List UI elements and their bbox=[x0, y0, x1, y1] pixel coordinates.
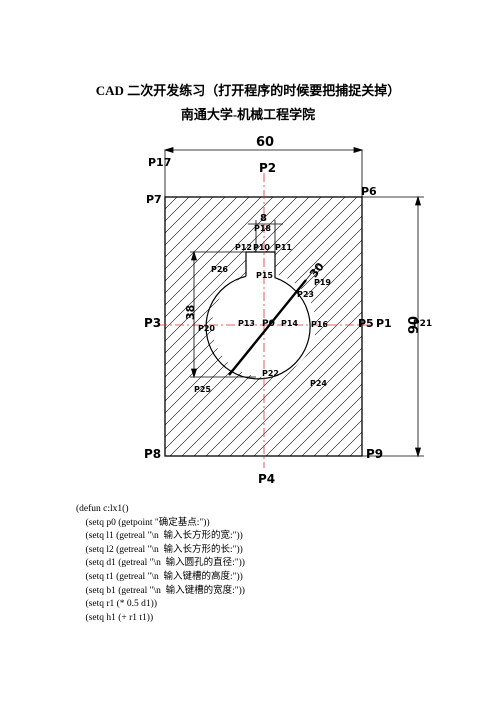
code-line: (setq t1 (getreal "\n 输入键槽的高度:")) bbox=[76, 571, 243, 582]
dim-slot-height bbox=[190, 250, 256, 379]
cad-drawing: 60 90 38 8 30 P17 P2 P7 P6 P18 P12 P10 P… bbox=[144, 135, 432, 486]
code-line: (setq d1 (getreal "\n 输入圆孔的直径:")) bbox=[76, 558, 245, 569]
label-p16: P16 bbox=[311, 320, 328, 329]
label-p8: P8 bbox=[144, 447, 161, 461]
label-p19: P19 bbox=[314, 278, 331, 287]
dim-width-text: 60 bbox=[256, 135, 274, 150]
code-line: (setq l1 (getreal "\n 输入长方形的宽:")) bbox=[76, 531, 243, 542]
point-labels: P17 P2 P7 P6 P18 P12 P10 P11 P26 P15 P19… bbox=[144, 156, 432, 486]
document-title: CAD 二次开发练习（打开程序的时候要把捕捉关掉） bbox=[95, 83, 401, 98]
label-p14: P14 bbox=[281, 319, 298, 328]
label-p5: P5 bbox=[358, 317, 374, 330]
label-p15: P15 bbox=[256, 271, 273, 280]
label-p6: P6 bbox=[361, 185, 377, 198]
code-line: (setq p0 (getpoint "确定基点:")) bbox=[76, 517, 210, 528]
code-line: (defun c:lx1() bbox=[76, 504, 129, 514]
label-p13: P13 bbox=[238, 319, 255, 328]
label-p9: P9 bbox=[366, 447, 383, 461]
dim-slot-height-text: 38 bbox=[184, 305, 197, 320]
label-p18: P18 bbox=[254, 224, 271, 233]
document-subtitle: 南通大学-机械工程学院 bbox=[180, 107, 316, 122]
label-p23: P23 bbox=[297, 290, 314, 299]
label-p22: P22 bbox=[262, 369, 279, 378]
label-p10: P10 bbox=[253, 243, 270, 252]
label-p2: P2 bbox=[259, 161, 276, 175]
dim-height-text: 90 bbox=[407, 316, 422, 334]
label-p20: P20 bbox=[198, 324, 215, 333]
label-p12: P12 bbox=[235, 243, 252, 252]
label-p0: P0 bbox=[262, 319, 275, 329]
label-p26: P26 bbox=[211, 265, 228, 274]
label-p17: P17 bbox=[148, 156, 171, 169]
dim-slot-width bbox=[248, 220, 283, 252]
code-line: (setq l2 (getreal "\n 输入长方形的长:")) bbox=[76, 544, 243, 555]
label-p11: P11 bbox=[275, 243, 292, 252]
label-p25: P25 bbox=[194, 385, 211, 394]
code-line: (setq r1 (* 0.5 d1)) bbox=[76, 599, 158, 610]
code-line: (setq b1 (getreal "\n 输入键槽的宽度:")) bbox=[76, 585, 245, 596]
label-p3: P3 bbox=[144, 316, 161, 330]
plate-outline bbox=[164, 196, 363, 457]
label-p21: P21 bbox=[413, 319, 432, 329]
dim-height bbox=[362, 195, 424, 458]
label-p24: P24 bbox=[310, 379, 327, 388]
diameter-line bbox=[228, 279, 307, 376]
label-p1: P1 bbox=[376, 317, 392, 330]
code-listing: (defun c:lx1() (setq p0 (getpoint "确定基点:… bbox=[76, 503, 245, 625]
code-line: (setq h1 (+ r1 t1)) bbox=[76, 612, 154, 623]
dim-slot-width-text: 8 bbox=[260, 213, 267, 224]
keyway bbox=[246, 252, 275, 296]
label-p7: P7 bbox=[146, 193, 162, 206]
label-p4: P4 bbox=[258, 472, 275, 486]
hole-outline bbox=[205, 251, 311, 380]
diameter-leader bbox=[305, 263, 320, 281]
dim-width bbox=[163, 146, 364, 197]
